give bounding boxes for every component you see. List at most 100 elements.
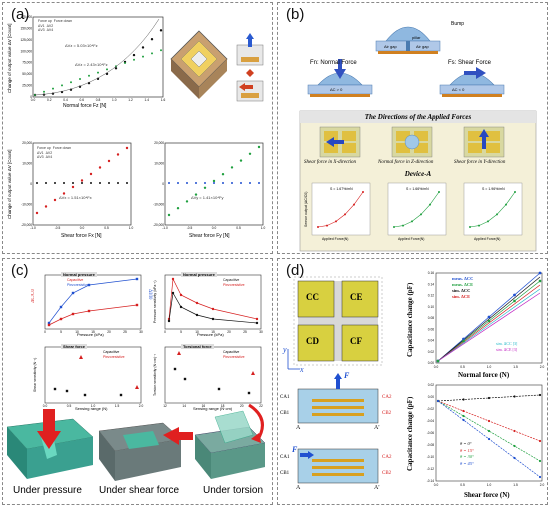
ca2-label-2: CA2 xyxy=(382,455,392,460)
legend-sim-cc: sim. ΔCC xyxy=(452,288,471,293)
x-tick-label: 0.0 xyxy=(434,365,439,369)
caption-under-torsion: Under torsion xyxy=(203,485,264,496)
series-line xyxy=(393,191,440,228)
c-tr-frame xyxy=(164,274,262,330)
data-point xyxy=(255,317,259,321)
x-tick-label: 10 xyxy=(75,330,79,334)
d-top-frame xyxy=(435,272,543,364)
data-point xyxy=(42,93,46,96)
ca1-label: CA1 xyxy=(280,395,290,400)
y-tick-label: 150,000 xyxy=(20,26,32,30)
data-point xyxy=(538,439,542,443)
x-tick-label: -1.0 xyxy=(30,226,36,230)
data-point xyxy=(258,182,260,184)
y-tick-label: 10,000 xyxy=(154,162,164,166)
x-tick-label: 0 xyxy=(164,330,166,334)
x-tick-label: 20 xyxy=(107,330,111,334)
data-point xyxy=(487,319,491,323)
data-point xyxy=(119,393,123,397)
x-tick-label: 0.0 xyxy=(31,98,36,102)
c-bl-frame xyxy=(44,346,142,404)
x-tick-label: 16 xyxy=(202,404,206,408)
data-point xyxy=(195,301,199,305)
torsion-3d-illustration xyxy=(194,403,266,479)
data-point xyxy=(222,182,224,184)
y-tick-label: -0.02 xyxy=(427,407,434,411)
data-point xyxy=(257,145,261,149)
y-tick-label: 0.00 xyxy=(428,395,434,399)
panel-b: (b) xyxy=(277,2,548,254)
b-eq-1: S = 1.67%/mN xyxy=(330,187,353,191)
x-tick-label: 1.0 xyxy=(112,98,117,102)
data-point xyxy=(213,182,215,184)
legend-capacitive: Capacitive xyxy=(223,278,240,282)
y-tick-label: 100,000 xyxy=(20,49,32,53)
c-br-title: Torsional force xyxy=(181,344,214,349)
legend-theta-0: θ = 0° xyxy=(460,441,472,446)
x-tick-label: 14 xyxy=(182,404,186,408)
x-tick-label: 15 xyxy=(211,330,215,334)
x-tick-label: 1.0 xyxy=(91,404,96,408)
data-point xyxy=(436,399,440,403)
legend-meas-cc: meas. ΔCC xyxy=(452,276,474,281)
ca1-label-2: CA1 xyxy=(280,455,290,460)
y-tick-label: -0.12 xyxy=(427,467,434,471)
data-point xyxy=(487,419,491,423)
y-tick-label: 10,000 xyxy=(22,162,32,166)
y-tick-label: -0.10 xyxy=(427,455,434,459)
y-tick-label: 0.02 xyxy=(428,350,434,354)
data-point xyxy=(159,29,163,32)
series-line xyxy=(168,277,258,320)
data-point xyxy=(239,159,243,162)
data-point xyxy=(108,182,110,184)
y-tick-label: 20,000 xyxy=(154,141,164,145)
data-point xyxy=(538,475,542,479)
a-bl-eq: ΔVx = 1.51×10⁴Fx xyxy=(59,195,92,200)
data-point xyxy=(87,309,91,313)
series-line xyxy=(437,288,541,362)
data-point xyxy=(114,67,118,70)
y-tick-label: 0 xyxy=(30,182,32,186)
data-point xyxy=(217,387,221,391)
a-prime-label-2: A' xyxy=(374,485,380,491)
data-point xyxy=(53,387,57,391)
cross-section-normal xyxy=(297,373,379,424)
data-point xyxy=(211,317,215,321)
series-line xyxy=(437,276,541,362)
data-point xyxy=(80,179,84,182)
y-tick-label: 0 xyxy=(162,182,164,186)
data-point xyxy=(124,62,126,64)
data-point xyxy=(117,182,119,184)
x-tick-label: 1.5 xyxy=(513,365,518,369)
data-point xyxy=(65,389,69,393)
cell-cd: CD xyxy=(306,336,319,346)
y-tick-label: 0.06 xyxy=(428,327,434,331)
x-tick-label: 22 xyxy=(259,404,263,408)
c-br-frame xyxy=(164,346,262,404)
x-tick-label: -1.0 xyxy=(162,226,168,230)
data-point xyxy=(126,182,128,184)
d-bottom-legend: θ = 0° θ = 15° θ = 30° θ = 45° xyxy=(460,441,474,467)
data-point xyxy=(132,53,136,57)
a-prime-label-1: A' xyxy=(374,425,380,431)
shear-3d-illustration xyxy=(98,422,193,481)
data-point xyxy=(47,321,51,325)
legend-theta-15: θ = 15° xyxy=(460,447,474,453)
d-top-legend: meas. ΔCC meas. ΔCE sim. ΔCC sim. ΔCE xyxy=(452,276,473,300)
data-point xyxy=(71,185,75,189)
normal-force-label: Fn: Normal Force xyxy=(310,60,357,66)
a-top-plot-frame xyxy=(32,16,164,98)
x-tick-label: 5 xyxy=(60,330,62,334)
data-point xyxy=(71,291,75,295)
b-eq-2: S = 1.66%/mN xyxy=(406,187,429,191)
x-tick-label: 0.5 xyxy=(104,226,109,230)
data-point xyxy=(151,52,153,55)
panel-label-c: (c) xyxy=(11,262,29,279)
x-tick-label: 0.5 xyxy=(460,365,465,369)
x-tick-label: 1.6 xyxy=(161,98,166,102)
data-point xyxy=(135,385,139,389)
legend-piezoresistive: Piezoresistive xyxy=(103,354,125,359)
data-point xyxy=(195,313,199,317)
